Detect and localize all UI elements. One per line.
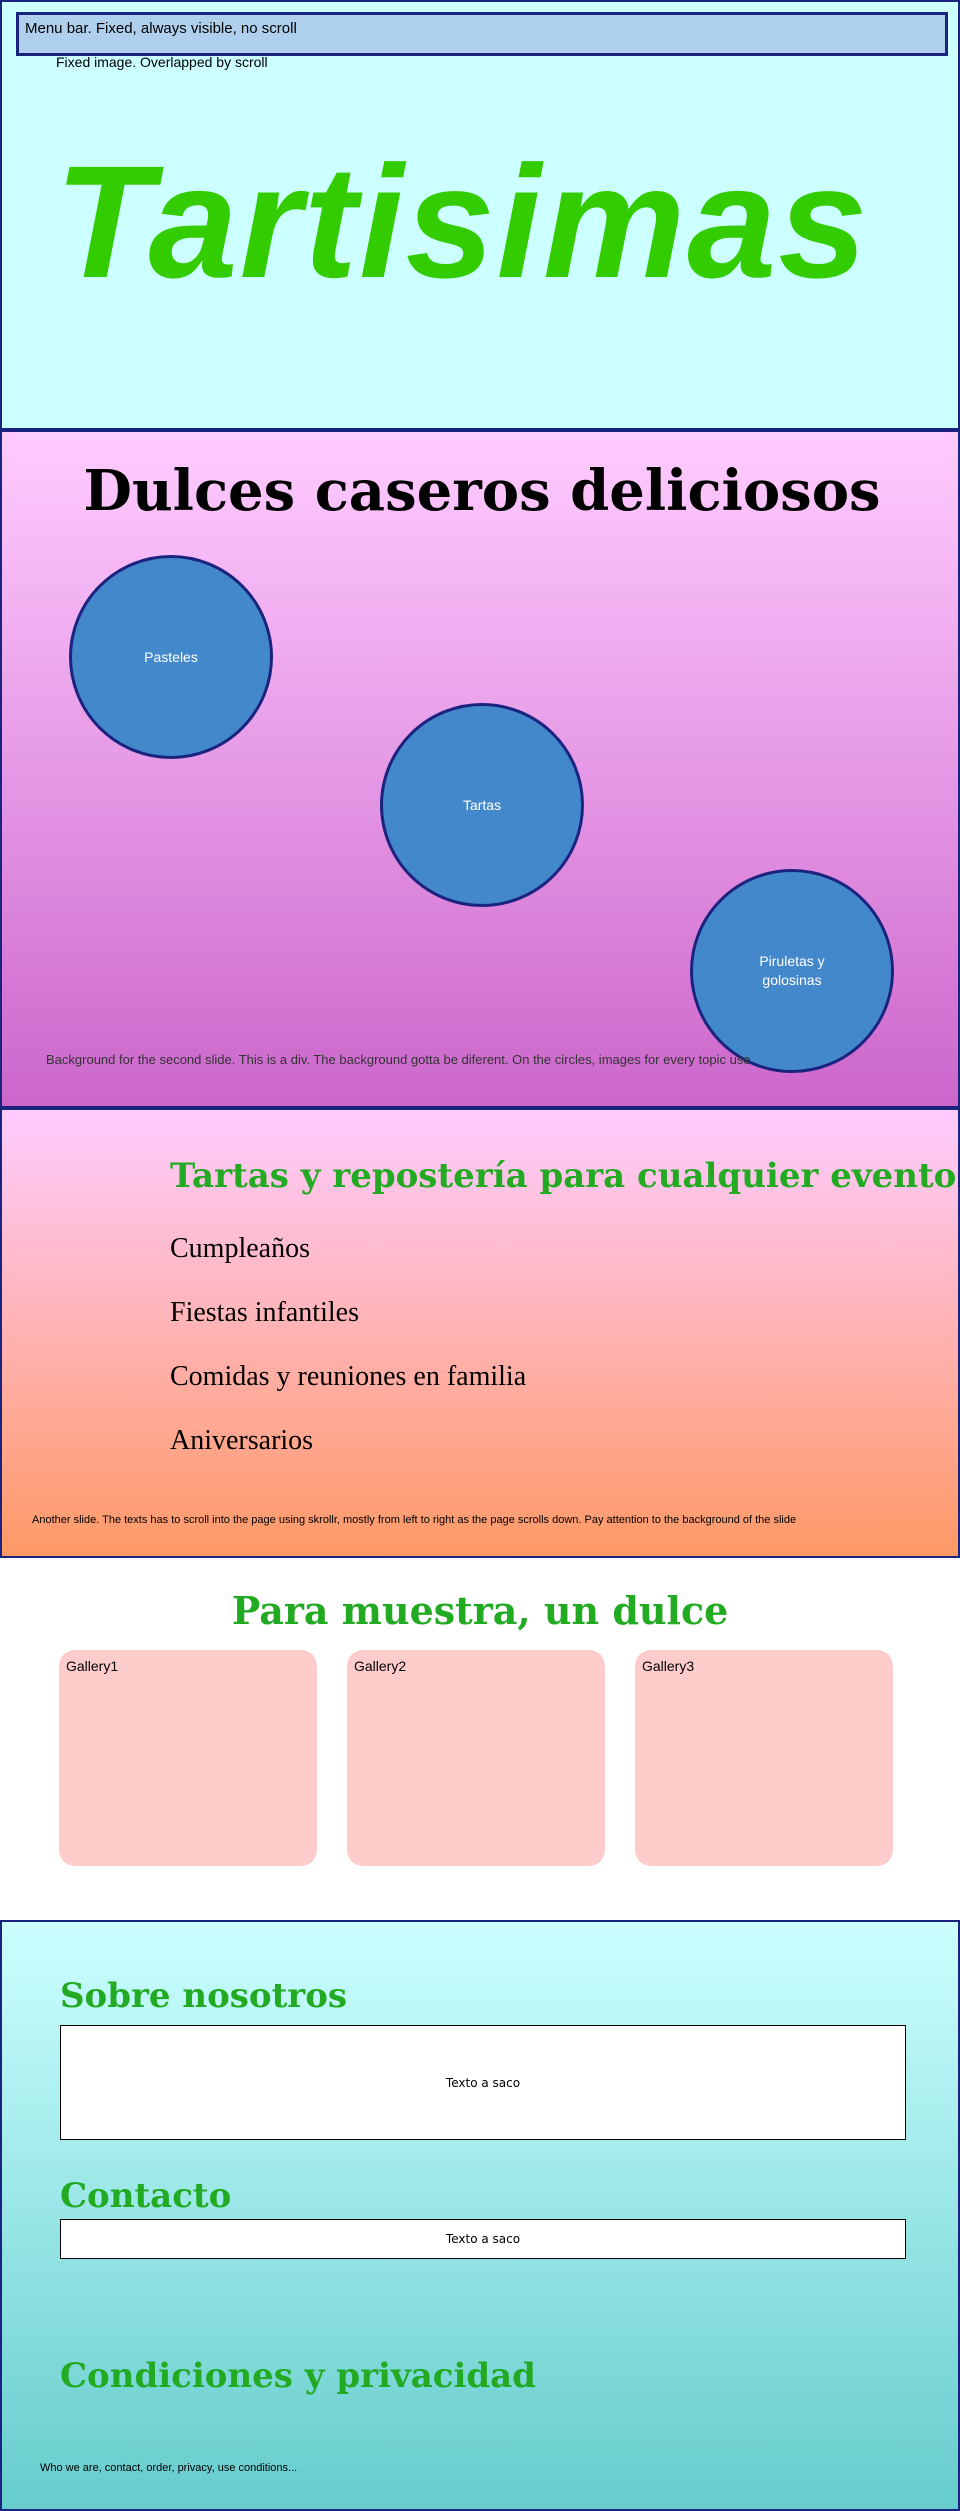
contact-text-box: Texto a saco: [60, 2219, 906, 2259]
events-caption: Another slide. The texts has to scroll i…: [32, 1514, 797, 1526]
gallery-section: Para muestra, un dulce Gallery1 Gallery2…: [0, 1558, 960, 1920]
event-item: Fiestas infantiles: [170, 1297, 359, 1328]
hero-title: Tartisimas: [54, 132, 870, 311]
hero-slide: Menu bar. Fixed, always visible, no scro…: [0, 0, 960, 430]
event-item: Comidas y reuniones en familia: [170, 1361, 527, 1392]
event-item: Aniversarios: [170, 1425, 314, 1456]
menu-bar[interactable]: Menu bar. Fixed, always visible, no scro…: [16, 12, 948, 56]
sweets-slide: Dulces caseros deliciosos Pasteles Tarta…: [0, 430, 960, 1108]
sweets-title: Dulces caseros deliciosos: [83, 458, 881, 524]
gallery-card-1[interactable]: Gallery1: [59, 1650, 317, 1866]
gallery-card-2[interactable]: Gallery2: [347, 1650, 605, 1866]
gallery-card-3[interactable]: Gallery3: [635, 1650, 893, 1866]
events-slide: Tartas y repostería para cualquier event…: [0, 1108, 960, 1558]
events-title: Tartas y repostería para cualquier event…: [170, 1156, 957, 1196]
privacy-title[interactable]: Condiciones y privacidad: [60, 2356, 536, 2396]
about-text-box: Texto a saco: [60, 2025, 906, 2140]
hero-caption: Fixed image. Overlapped by scroll: [56, 54, 268, 70]
events-list: Cumpleaños Fiestas infantiles Comidas y …: [170, 1235, 526, 1491]
category-circle-pasteles[interactable]: Pasteles: [69, 555, 273, 759]
about-title: Sobre nosotros: [60, 1976, 348, 2016]
sweets-caption: Background for the second slide. This is…: [46, 1052, 751, 1067]
category-circle-tartas[interactable]: Tartas: [380, 703, 584, 907]
event-item: Cumpleaños: [170, 1233, 310, 1264]
gallery-title: Para muestra, un dulce: [231, 1588, 729, 1633]
category-circle-piruletas[interactable]: Piruletas y golosinas: [690, 869, 894, 1073]
footer-caption: Who we are, contact, order, privacy, use…: [40, 2462, 298, 2474]
footer-section: Sobre nosotros Texto a saco Contacto Tex…: [0, 1920, 960, 2511]
contact-title: Contacto: [60, 2176, 232, 2216]
